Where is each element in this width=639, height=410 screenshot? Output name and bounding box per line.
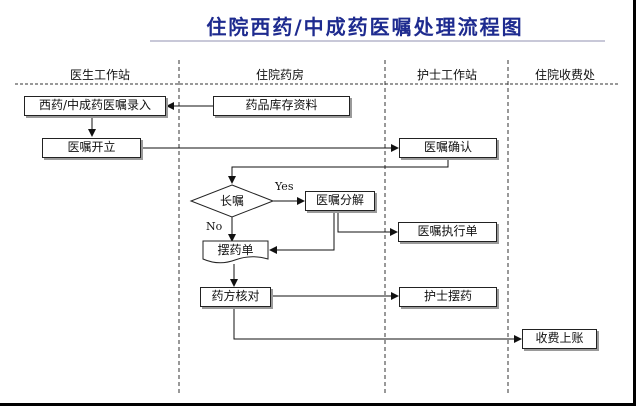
- node-billing: 收费上账: [522, 329, 597, 349]
- arrow-check-to-billing: [233, 306, 522, 343]
- title-underline: [150, 40, 605, 42]
- node-long-term-order: 长嘱: [219, 194, 244, 208]
- arrow-confirm-to-longterm: [228, 159, 449, 184]
- dispensing-document-shape: [202, 240, 269, 264]
- node-execution-sheet: 医嘱执行单: [398, 222, 497, 242]
- label-yes: Yes: [275, 180, 294, 193]
- node-prescription-check: 药方核对: [200, 287, 271, 307]
- decision-diamond: [189, 184, 275, 218]
- lane-header-billing: 住院收费处: [534, 68, 595, 82]
- node-order-confirm: 医嘱确认: [399, 138, 497, 158]
- arrow-split-to-execution: [337, 211, 398, 236]
- node-nurse-dispensing: 护士摆药: [399, 287, 497, 307]
- lane-header-pharmacy: 住院药房: [255, 68, 304, 82]
- lane-header-doctor: 医生工作站: [69, 68, 130, 82]
- diagram-title: 住院西药/中成药医嘱处理流程图: [206, 15, 524, 39]
- node-order-entry: 西药/中成药医嘱录入: [24, 96, 166, 116]
- node-order-split: 医嘱分解: [305, 191, 375, 211]
- node-drug-stock: 药品库存资料: [213, 96, 350, 116]
- node-dispensing-list: 摆药单: [217, 243, 254, 257]
- label-no: No: [206, 220, 223, 233]
- lane-header-nurse: 护士工作站: [416, 68, 477, 82]
- node-order-issue: 医嘱开立: [42, 138, 141, 158]
- arrow-split-to-dispensing: [269, 211, 335, 254]
